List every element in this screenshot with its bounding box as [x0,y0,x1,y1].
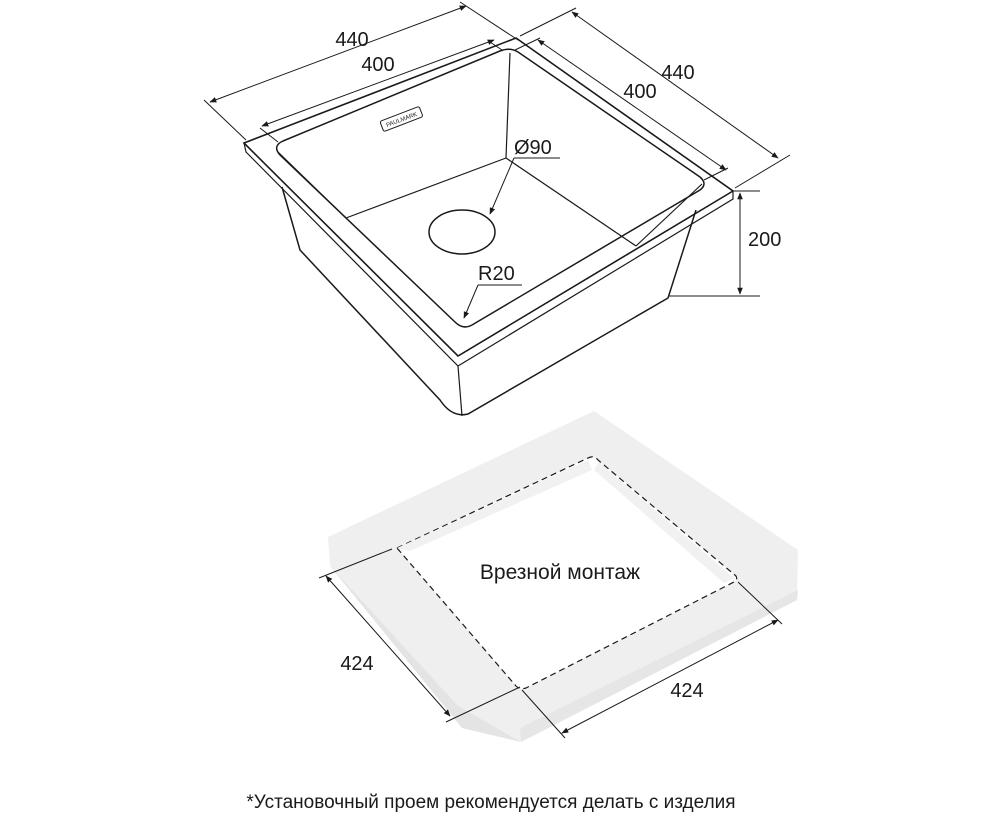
bowl-floor-back-left [345,157,507,219]
dim-radius-group: R20 [463,263,522,319]
bowl-right-corner [635,183,703,247]
countertop: Врезной монтаж [328,411,798,742]
cutout-wall-right [594,462,734,583]
sink-front-corner [457,365,463,417]
sink-bowl-opening [275,48,705,328]
dim-label-inner-depth: 400 [623,81,656,103]
dim-line-inner-width [261,39,495,127]
dim-height-group: 200 [668,190,781,297]
dim-label-cutout-width: 424 [670,680,703,702]
dim-width-group: 440 400 [203,1,519,143]
dim-line-cutout-width [561,619,779,734]
dim-line-outer-width [209,5,467,103]
footnote: *Установочный проем рекомендуется делать… [246,792,735,813]
dim-label-height: 200 [748,229,781,251]
bowl-left-corner [277,151,347,219]
dim-label-inner-width: 400 [361,54,394,76]
dim-cutout-width-group: 424 [521,581,783,739]
drain-hole [428,209,496,255]
bowl-floor-back-right [505,157,637,247]
dim-label-outer-width: 440 [335,29,368,51]
cutout-label: Врезной монтаж [480,561,640,584]
sink-rim-edge [243,142,734,367]
bowl-back-corner [505,52,511,159]
dim-drain-group: Ø90 [489,137,560,215]
dim-label-radius: R20 [478,263,515,285]
sink-body: PAULMARK [242,37,735,417]
dim-label-drain: Ø90 [514,137,552,159]
brand-plate: PAULMARK [379,106,423,132]
dim-line-inner-depth [537,39,727,171]
sink-rim-outer [242,37,735,358]
dim-label-cutout-depth: 424 [340,653,373,675]
dim-depth-group: 440 400 [514,7,791,189]
dim-cutout-depth-group: 424 [318,548,521,723]
cutout-wall-back [397,460,592,551]
sink-outer-body [281,186,697,416]
dim-label-outer-depth: 440 [661,62,694,84]
dim-line-cutout-depth [325,575,451,717]
